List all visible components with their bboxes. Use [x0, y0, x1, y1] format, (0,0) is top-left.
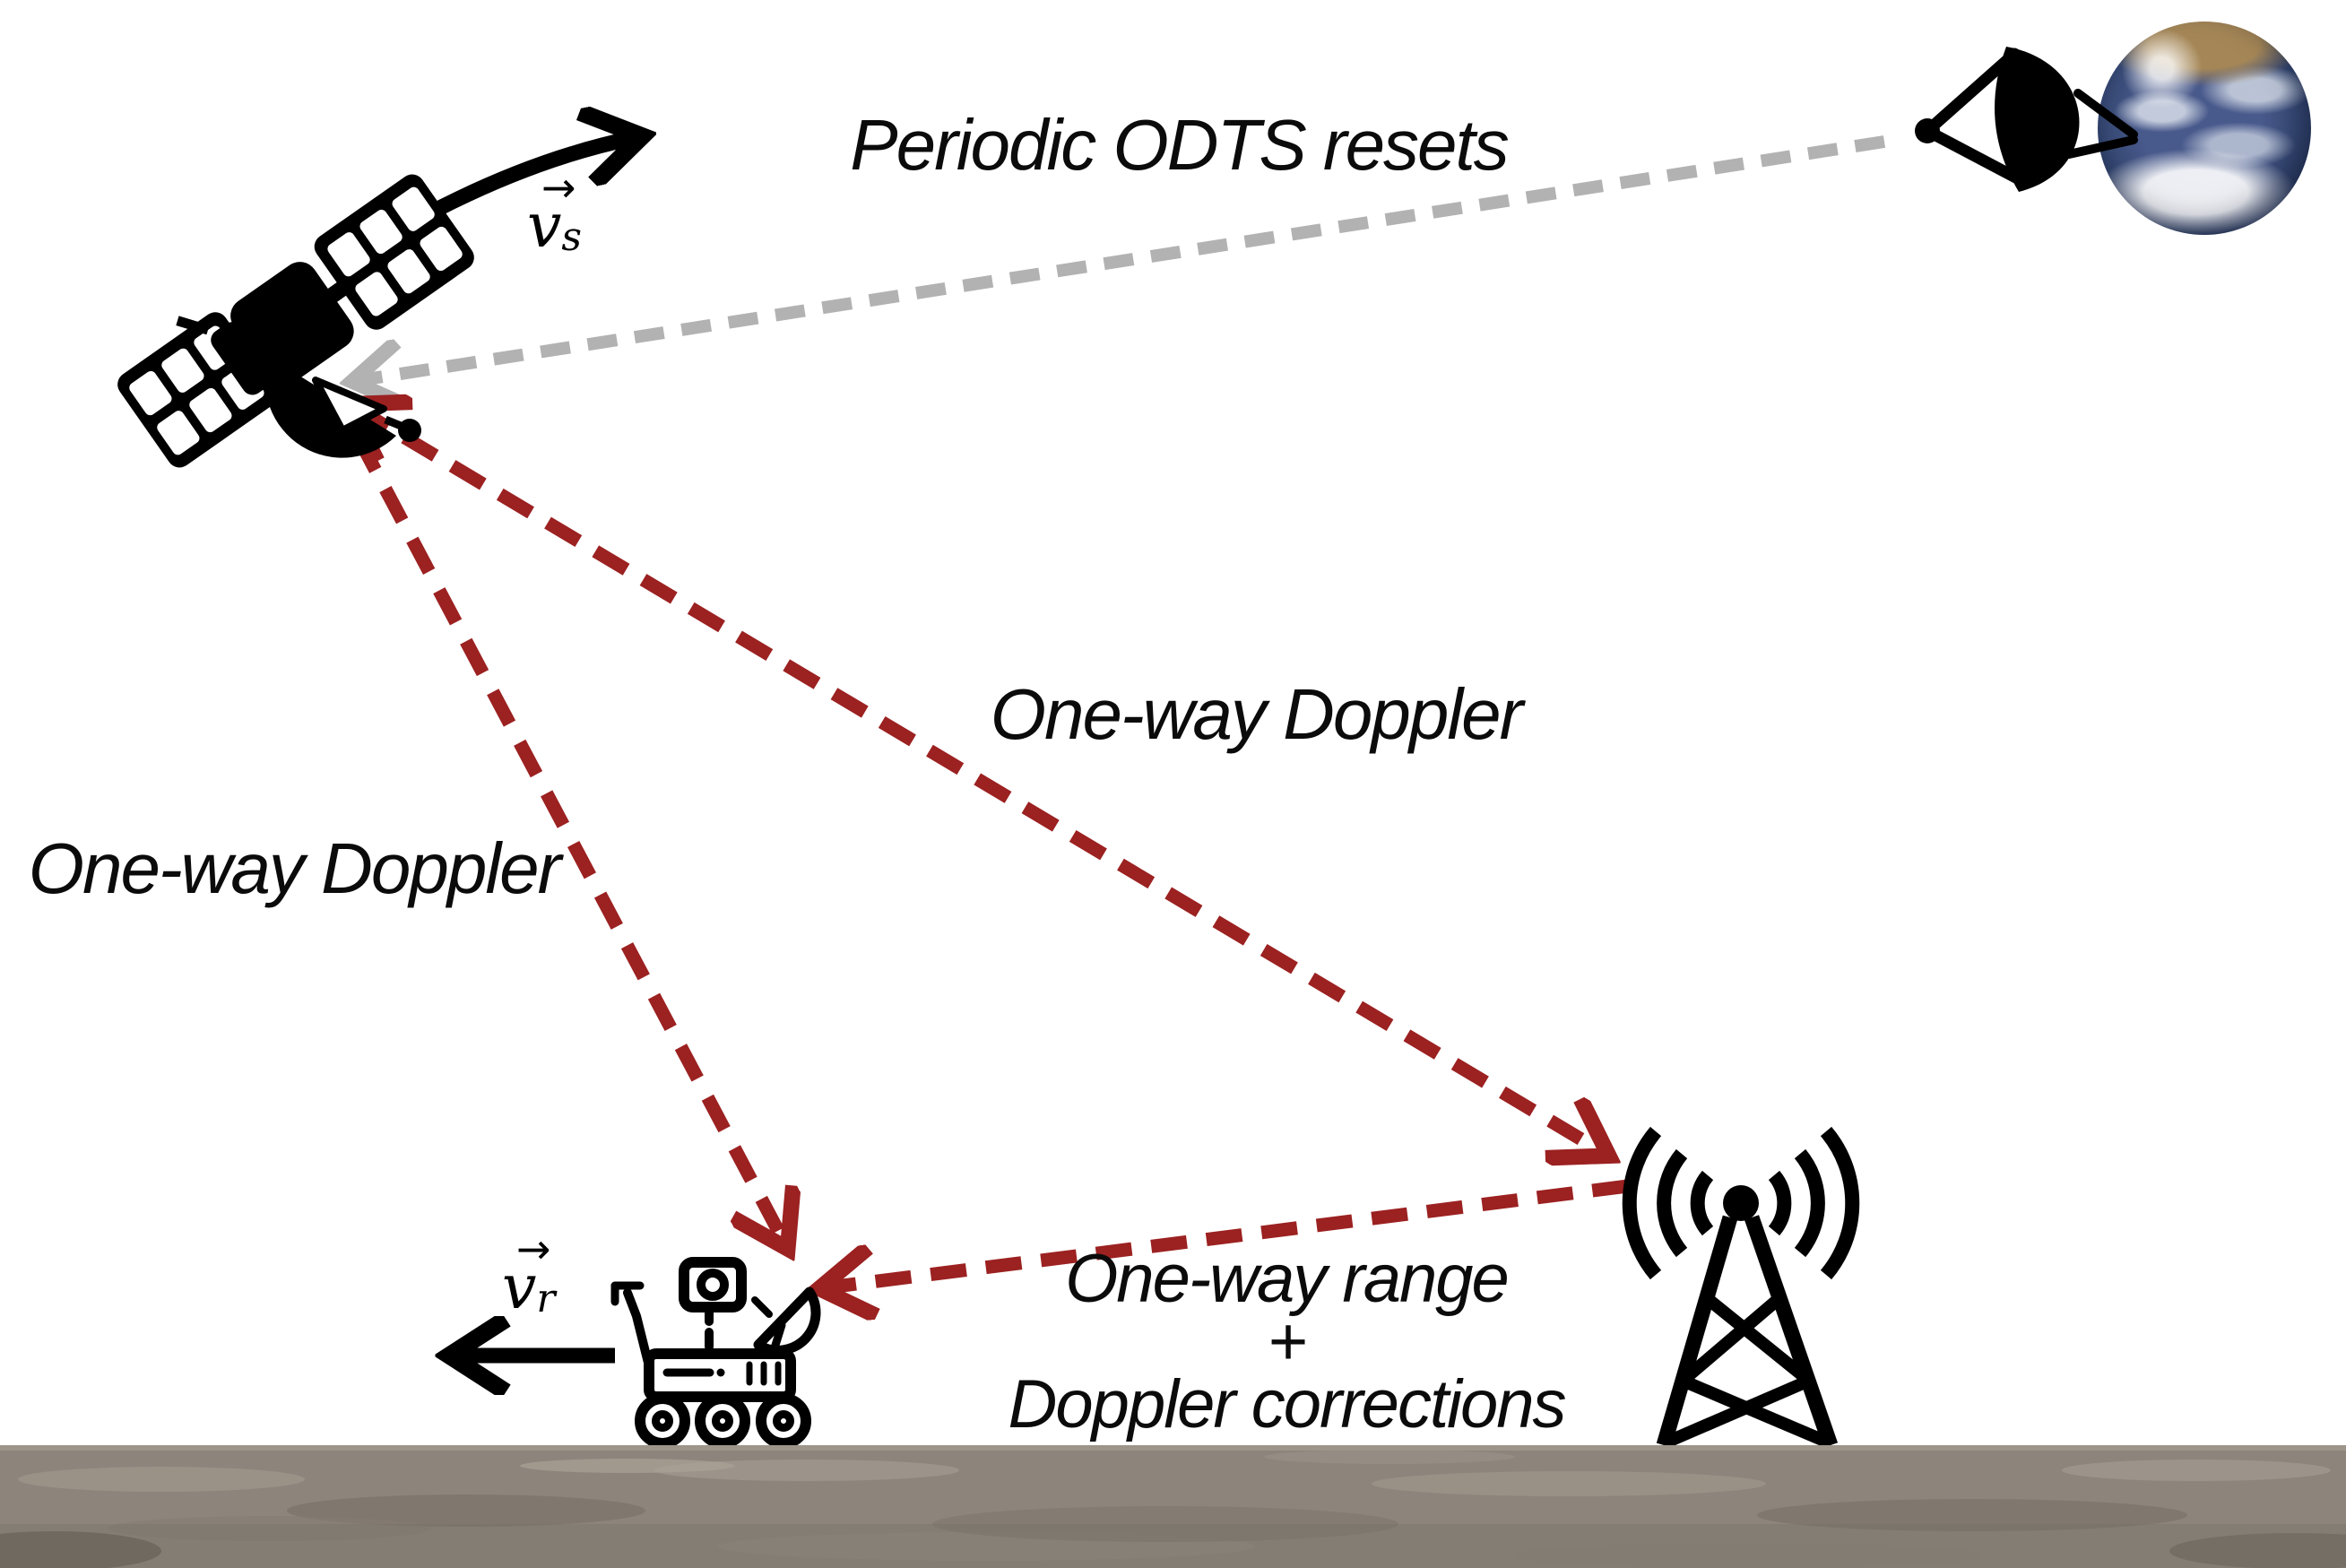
ground-dish-icon	[1915, 47, 2138, 192]
label-periodic-odts-resets: Periodic ODTS resets	[850, 105, 1510, 185]
rover-icon	[610, 1257, 821, 1449]
label-doppler-corrections: Doppler corrections	[1008, 1366, 1567, 1442]
satellite-velocity-label: →vs	[527, 163, 583, 262]
label-one-way-doppler-tower: One-way Doppler	[990, 674, 1523, 754]
link-satellite-to-rover	[352, 435, 783, 1241]
link-satellite-tower	[357, 409, 1601, 1151]
label-one-way-range-block: One-way range + Doppler corrections	[1008, 1241, 1567, 1442]
label-one-way-doppler-rover: One-way Doppler	[28, 828, 561, 908]
label-plus: +	[1267, 1304, 1307, 1380]
satellite-icon	[117, 174, 474, 468]
earth-image	[2098, 22, 2311, 235]
rover-velocity-label: →vr	[502, 1225, 556, 1323]
label-one-way-range: One-way range	[1065, 1241, 1510, 1317]
link-tower-to-rover	[828, 1179, 1629, 1287]
moon-surface	[0, 1445, 2346, 1568]
radio-tower-icon	[1622, 1126, 1860, 1450]
link-earth-to-satellite	[360, 135, 1886, 380]
